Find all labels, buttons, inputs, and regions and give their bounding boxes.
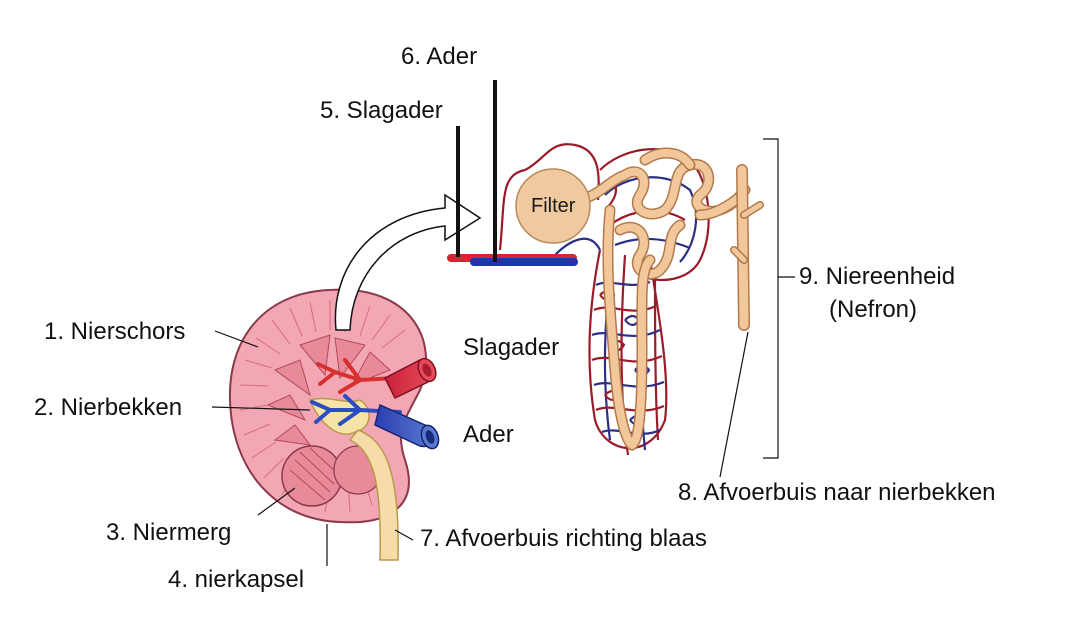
kidney — [228, 288, 440, 561]
nephron — [447, 143, 764, 456]
internal-artery — [316, 358, 397, 394]
label-afvoerbuis-nierbekken: 8. Afvoerbuis naar nierbekken — [678, 479, 996, 506]
label-niereenheid: 9. Niereenheid — [799, 263, 956, 290]
label-niermerg: 3. Niermerg — [106, 519, 232, 546]
vessel-pointers — [456, 80, 497, 262]
label-ader-top: 6. Ader — [401, 43, 478, 70]
label-nierkapsel: 4. nierkapsel — [168, 566, 305, 593]
convoluted-tubule — [574, 147, 751, 451]
label-nefron: (Nefron) — [829, 296, 918, 323]
leader-lines — [211, 138, 795, 566]
label-afvoerbuis-blaas: 7. Afvoerbuis richting blaas — [420, 525, 707, 552]
niermerg-stripes — [289, 447, 339, 501]
label-ader-kidney: Ader — [463, 421, 514, 448]
label-nierschors: 1. Nierschors — [44, 318, 186, 345]
label-slagader-kidney: Slagader — [463, 334, 560, 361]
label-filter: Filter — [531, 195, 576, 217]
filter-capsule — [515, 168, 591, 244]
label-nierbekken: 2. Nierbekken — [34, 394, 183, 421]
afferent-loop — [498, 143, 600, 251]
zoom-arrow — [334, 193, 482, 331]
ureter — [348, 429, 399, 561]
vessel-bar — [447, 254, 578, 266]
label-slagader-top: 5. Slagader — [320, 97, 443, 124]
collecting-duct — [730, 164, 764, 331]
